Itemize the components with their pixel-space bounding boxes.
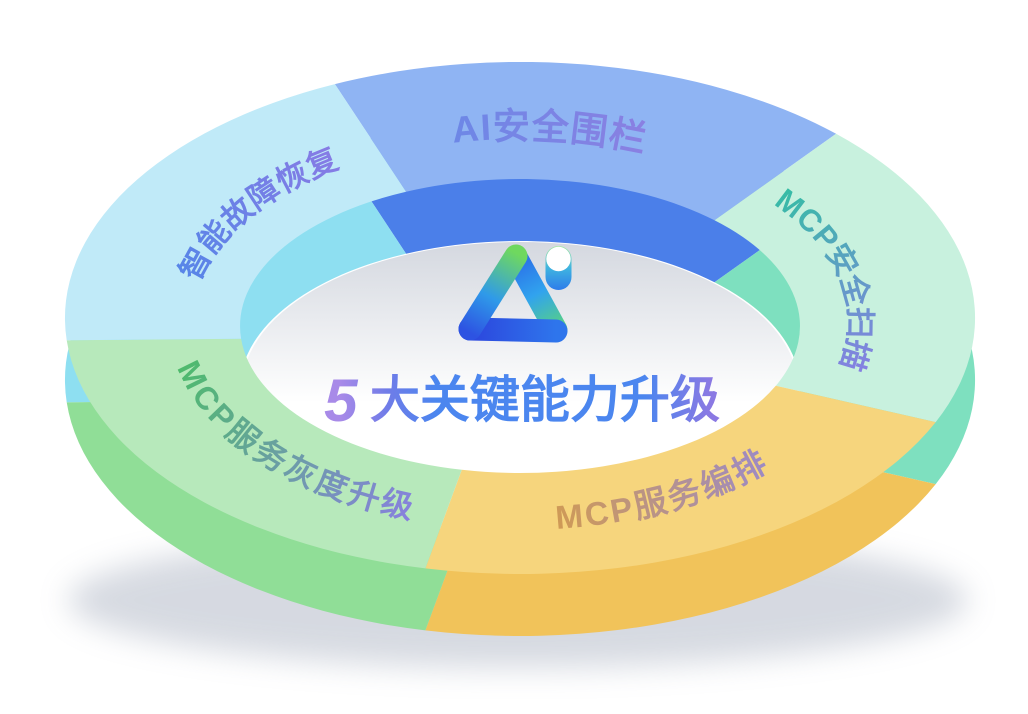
ring-top-surfaces [64,61,976,574]
segment-mcp-security-scan-top [714,133,976,423]
logo-dot-circle [546,246,571,272]
logo-stroke-left [458,244,528,341]
center-title-number: 5 [324,367,359,434]
logo-stroke-right [504,245,568,342]
segment-intelligent-fault-recovery-top [64,84,407,341]
center-title: 5 大关键能力升级 [324,367,720,434]
logo-stroke-bottom [458,317,568,343]
segment-mcp-service-orchestration-top [425,385,936,574]
ai-triangle-logo-icon [458,244,572,343]
segment-mcp-service-gray-upgrade-top [66,338,462,569]
segment-ai-safety-guardrail-top [334,61,837,221]
center-title-text: 大关键能力升级 [370,372,720,428]
